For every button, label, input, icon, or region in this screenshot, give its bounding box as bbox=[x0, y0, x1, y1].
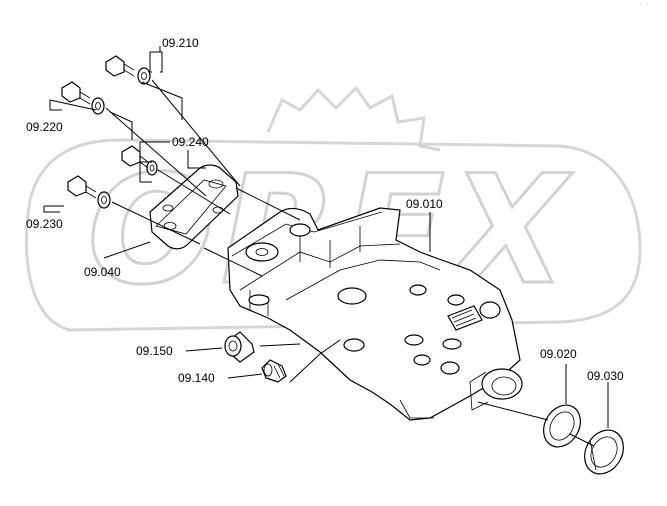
watermark-banner bbox=[24, 138, 642, 332]
callout-labels: 09.210 09.220 09.240 09.230 09.040 09.01… bbox=[26, 36, 624, 385]
cap-09-030 bbox=[584, 429, 624, 475]
guide-lines bbox=[105, 79, 595, 447]
callout-09-230: 09.230 bbox=[26, 217, 63, 231]
watermark-gear-icon bbox=[266, 85, 441, 152]
corner-mark: · · · · bbox=[640, 1, 661, 8]
callout-09-140: 09.140 bbox=[178, 371, 215, 385]
gasket-09-040 bbox=[149, 164, 239, 250]
seal-ring-09-020 bbox=[543, 404, 581, 448]
plug-09-150 bbox=[224, 331, 255, 363]
callout-09-240: 09.240 bbox=[172, 135, 209, 149]
bolt-09-220 bbox=[61, 81, 105, 115]
valve-housing-09-010 bbox=[227, 207, 523, 421]
callout-09-220: 09.220 bbox=[26, 120, 63, 134]
callout-09-150: 09.150 bbox=[136, 344, 173, 358]
fitting-09-140 bbox=[261, 359, 287, 383]
callout-09-010: 09.010 bbox=[406, 197, 443, 211]
bolt-09-230 bbox=[67, 175, 111, 209]
callout-09-210: 09.210 bbox=[162, 36, 199, 50]
leader-lines bbox=[43, 46, 609, 428]
callout-09-030: 09.030 bbox=[587, 369, 624, 383]
callout-09-040: 09.040 bbox=[84, 265, 121, 279]
callout-09-020: 09.020 bbox=[540, 347, 577, 361]
bolt-09-210 bbox=[105, 55, 151, 85]
